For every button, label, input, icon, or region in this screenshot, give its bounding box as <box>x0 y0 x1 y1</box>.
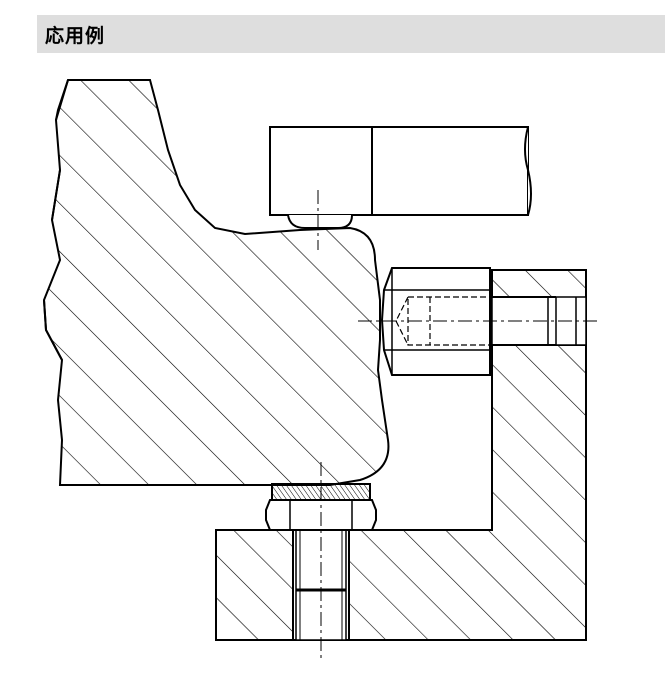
clamp-bar <box>269 126 532 229</box>
side-support-screw <box>358 267 598 376</box>
section-header: 応用例 <box>37 15 665 53</box>
bottom-support-screw <box>265 462 377 662</box>
workpiece <box>42 79 390 486</box>
section-title: 応用例 <box>45 25 106 47</box>
